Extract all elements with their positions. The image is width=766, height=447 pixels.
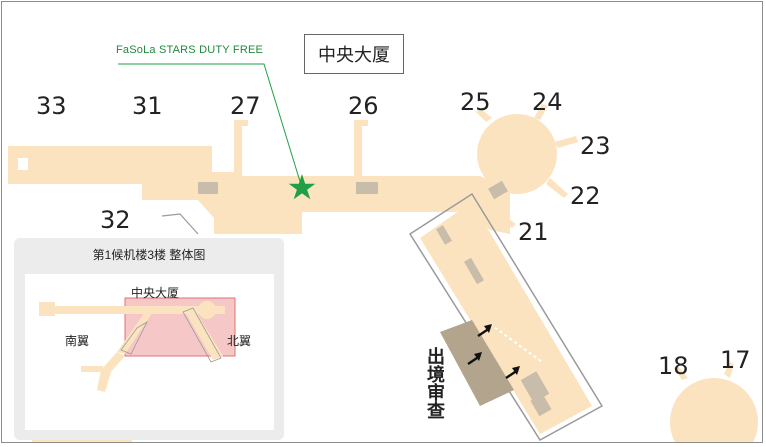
kiosk: [488, 180, 508, 200]
rotunda-south: [670, 378, 758, 442]
gate-21-label: 21: [518, 218, 549, 246]
main-concourse: [8, 120, 510, 234]
kiosk: [198, 182, 218, 194]
kiosk: [436, 225, 452, 245]
gate-31-label: 31: [132, 92, 163, 120]
inset-map: 中央大厦 南翼 北翼: [25, 274, 274, 430]
gate-26-stub: [354, 120, 368, 126]
emigration-label: 出境审查: [425, 347, 445, 419]
gate-25-label: 25: [460, 88, 491, 116]
inset-central-label: 中央大厦: [131, 286, 180, 300]
kiosk: [464, 257, 484, 285]
gate-27-stub: [234, 120, 248, 126]
central-building-label: 中央大厦: [304, 34, 404, 74]
rotunda-north: [477, 114, 557, 194]
inset-title: 第1候机楼3楼 整体图: [92, 248, 206, 262]
shop-leader-line: [118, 63, 303, 189]
gate-23-label: 23: [580, 132, 611, 160]
gate-22-label: 22: [570, 182, 601, 210]
gate-18-label: 18: [658, 352, 689, 380]
inset-south-wing-label: 南翼: [65, 334, 90, 348]
inset-north-wing-label: 北翼: [227, 334, 252, 348]
shop-label[interactable]: FaSoLa STARS DUTY FREE: [116, 44, 264, 56]
arrow-icon: [467, 352, 482, 365]
overview-inset: 第1候机楼3楼 整体图 中央大厦 南翼 北翼: [14, 238, 284, 440]
gate-33-label: 33: [36, 92, 67, 120]
gate-24-label: 24: [532, 88, 563, 116]
gate-26-label: 26: [348, 92, 379, 120]
arrow-icon: [477, 324, 492, 337]
gate-17-label: 17: [720, 346, 751, 374]
kiosk: [530, 393, 552, 417]
kiosk: [356, 182, 378, 194]
arrow-icon: [505, 366, 520, 379]
gate-27-label: 27: [230, 92, 261, 120]
star-marker-icon: [288, 174, 316, 200]
emigration-block: [440, 320, 514, 406]
gate-32-label: 32: [100, 206, 131, 234]
inset-floor-plan: [39, 297, 236, 392]
south-pier: [420, 202, 592, 434]
